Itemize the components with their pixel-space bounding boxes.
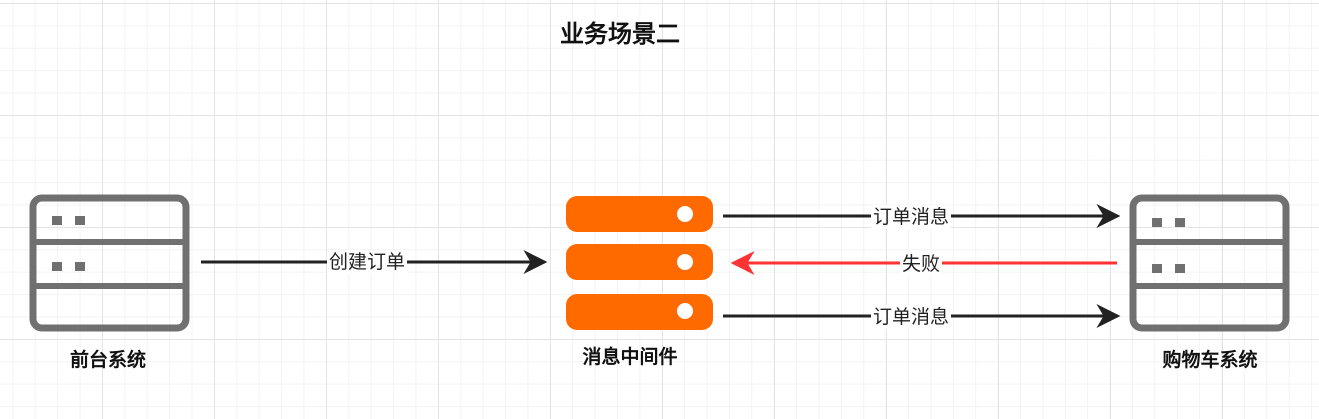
edge-label-failure: 失败 <box>900 252 943 276</box>
edge-label-order-message-1: 订单消息 <box>871 205 952 229</box>
node-label-cart: 购物车系统 <box>1162 349 1258 371</box>
cart-server-icon <box>1129 194 1290 332</box>
edge-label-create-order: 创建订单 <box>327 250 408 274</box>
mq-server-icon <box>566 196 713 330</box>
node-label-mq: 消息中间件 <box>582 346 678 368</box>
frontend-server-icon <box>29 194 190 332</box>
edge-label-order-message-2: 订单消息 <box>871 305 952 329</box>
node-label-frontend: 前台系统 <box>69 349 146 371</box>
diagram-title: 业务场景二 <box>560 20 680 48</box>
